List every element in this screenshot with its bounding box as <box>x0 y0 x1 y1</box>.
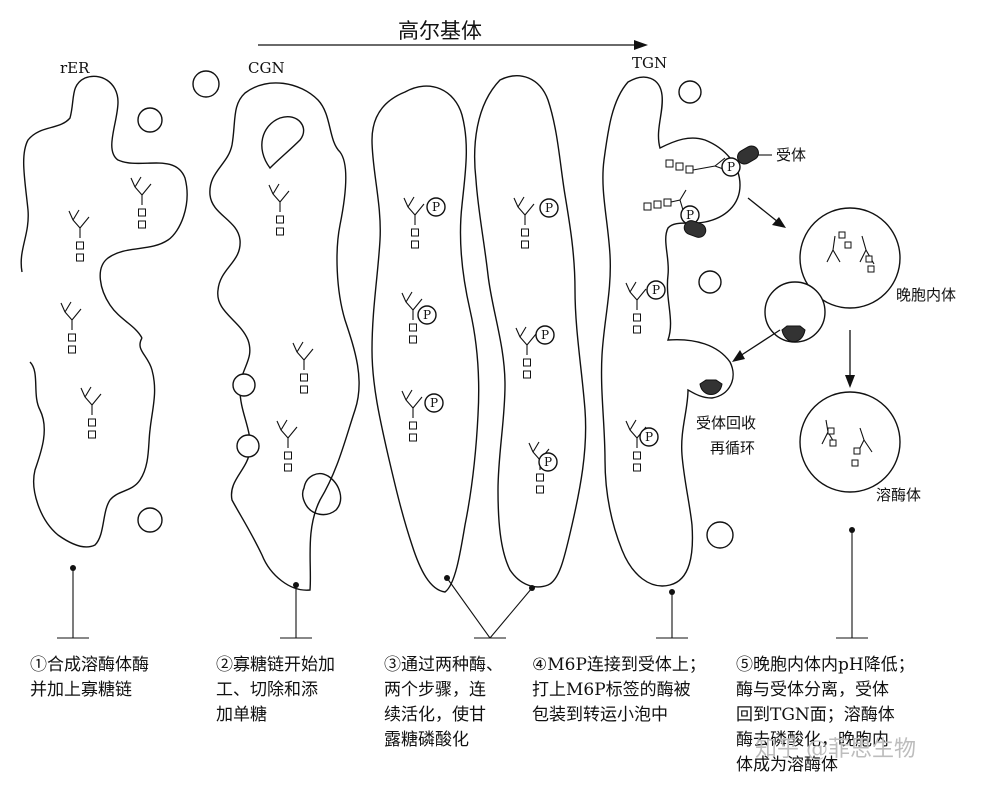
rer-membrane-upper <box>20 75 188 339</box>
phosphate-marker: P <box>417 305 437 325</box>
recycling-vesicle <box>699 379 723 395</box>
svg-text:体成为溶酶体: 体成为溶酶体 <box>736 755 838 775</box>
golgi-title-group: 高尔基体 <box>258 19 648 50</box>
step-caption-5: ⑤晚胞内体内pH降低； 酶与受体分离，受体 回到TGN面；溶酶体 酶去磷酸化，晚… <box>736 655 915 775</box>
phosphate-marker: P <box>680 205 700 225</box>
svg-text:P: P <box>652 283 660 297</box>
step-caption-2: ②寡糖链开始加 工、切除和添 加单糖 <box>216 655 335 725</box>
svg-text:回到TGN面；溶酶体: 回到TGN面；溶酶体 <box>736 705 895 725</box>
cgn-inclusion <box>301 472 342 516</box>
vesicle <box>706 521 734 549</box>
step-caption-3: ③通过两种酶、 两个步骤，连 续活化，使甘 露糖磷酸化 <box>384 655 503 750</box>
svg-text:P: P <box>432 200 440 214</box>
receptor-bound-enzymes: P P <box>643 145 759 238</box>
vesicle <box>137 507 163 533</box>
svg-text:打上M6P标签的酶被: 打上M6P标签的酶被 <box>532 680 691 700</box>
svg-text:两个步骤，连: 两个步骤，连 <box>384 680 486 700</box>
svg-text:酶去磷酸化，晚胞内: 酶去磷酸化，晚胞内 <box>736 730 889 750</box>
svg-text:P: P <box>645 430 653 444</box>
rer-compartment <box>20 75 188 548</box>
cgn-oligosaccharides <box>268 183 314 472</box>
svg-text:⑤晚胞内体内pH降低；: ⑤晚胞内体内pH降低； <box>736 655 915 675</box>
step-caption-4: ④M6P连接到受体上； 打上M6P标签的酶被 包装到转运小泡中 <box>532 655 706 725</box>
svg-text:加单糖: 加单糖 <box>216 705 267 725</box>
cgn-compartment <box>209 82 360 591</box>
svg-text:P: P <box>430 396 438 410</box>
receptor-shape <box>683 220 707 238</box>
svg-text:②寡糖链开始加: ②寡糖链开始加 <box>216 655 335 675</box>
phosphate-marker: P <box>424 393 444 413</box>
phosphate-marker: P <box>538 452 558 472</box>
golgi-arrow-head <box>634 40 648 50</box>
svg-text:P: P <box>423 308 431 322</box>
svg-text:并加上寡糖链: 并加上寡糖链 <box>30 680 132 700</box>
phosphate-marker: P <box>535 325 555 345</box>
svg-text:P: P <box>541 328 549 342</box>
rer-membrane-lower <box>29 337 156 548</box>
watermark: 知乎 @菲思生物 <box>755 737 916 762</box>
late-endosome <box>799 207 901 309</box>
vesicle <box>192 70 220 98</box>
vesicle <box>678 80 702 104</box>
vesicle <box>698 270 722 294</box>
phosphorylated-enzymes: P P P P P P P P <box>401 196 666 494</box>
phosphate-marker: P <box>539 198 559 218</box>
phosphate-marker: P <box>426 197 446 217</box>
golgi-cisterna-2 <box>473 75 587 588</box>
label-receptor-recycle-1: 受体回收 <box>696 414 756 432</box>
receptor-vesicle <box>764 281 826 343</box>
tgn-compartment <box>600 76 741 587</box>
svg-text:P: P <box>544 455 552 469</box>
tgn-membrane <box>600 76 741 587</box>
phosphate-marker: P <box>639 427 659 447</box>
phosphate-marker: P <box>646 280 666 300</box>
label-cgn: CGN <box>248 59 285 77</box>
svg-text:④M6P连接到受体上；: ④M6P连接到受体上； <box>532 655 706 675</box>
process-arrows <box>732 197 855 388</box>
svg-text:续活化，使甘: 续活化，使甘 <box>384 704 486 725</box>
svg-text:③通过两种酶、: ③通过两种酶、 <box>384 655 503 675</box>
svg-text:露糖磷酸化: 露糖磷酸化 <box>384 730 469 750</box>
vesicle <box>232 373 256 397</box>
svg-text:P: P <box>686 208 694 222</box>
label-receptor-recycle-2: 再循环 <box>710 439 755 457</box>
label-receptor: 受体 <box>776 146 806 164</box>
vesicle <box>137 107 163 133</box>
phosphate-marker: P <box>721 157 741 177</box>
svg-text:工、切除和添: 工、切除和添 <box>216 680 318 700</box>
receptor-shape <box>737 145 759 165</box>
golgi-title: 高尔基体 <box>398 19 482 43</box>
lysosome <box>799 391 901 493</box>
vesicle <box>236 434 260 458</box>
label-lysosome: 溶酶体 <box>876 486 921 504</box>
svg-text:①合成溶酶体酶: ①合成溶酶体酶 <box>30 655 149 675</box>
svg-text:P: P <box>545 201 553 215</box>
label-tgn: TGN <box>632 54 667 72</box>
label-rer: rER <box>60 59 90 77</box>
rer-oligosaccharides <box>60 176 152 439</box>
svg-text:包装到转运小泡中: 包装到转运小泡中 <box>532 705 668 725</box>
svg-text:P: P <box>727 160 735 174</box>
transport-vesicles <box>137 70 734 549</box>
label-late-endosome: 晚胞内体 <box>896 286 956 304</box>
golgi-cisterna-1 <box>371 85 480 593</box>
cgn-membrane <box>209 82 360 591</box>
step-pointers <box>57 527 868 639</box>
svg-text:酶与受体分离，受体: 酶与受体分离，受体 <box>736 680 889 700</box>
step-caption-1: ①合成溶酶体酶 并加上寡糖链 <box>30 655 149 700</box>
cgn-pocket <box>261 116 305 170</box>
